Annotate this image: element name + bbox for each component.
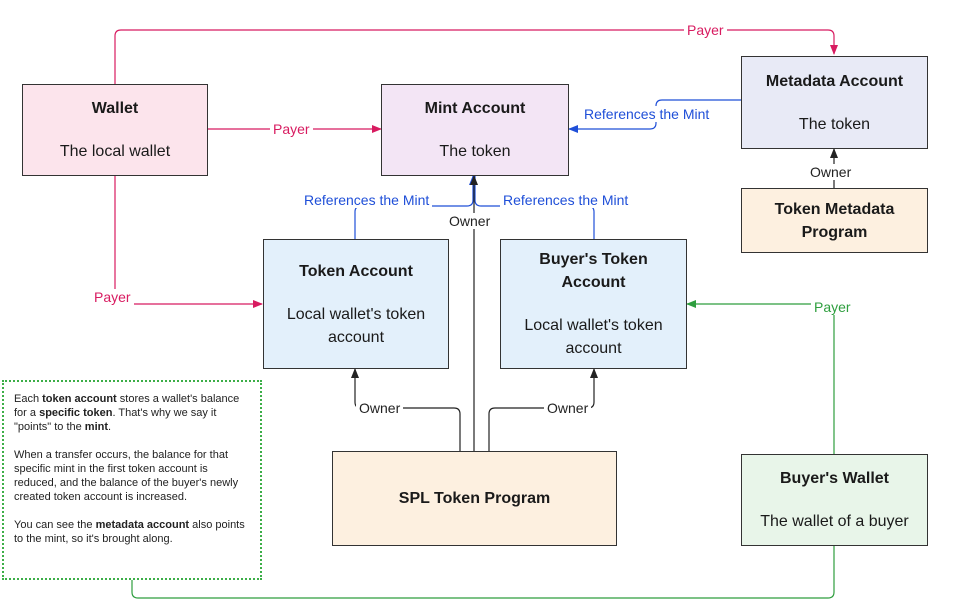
note-bold-token-account: token account [42,393,117,405]
label-payer-buyer: Payer [811,299,854,315]
buyers-token-account-node: Buyer's Token Account Local wallet's tok… [500,239,687,369]
buyers-token-account-subtitle: Local wallet's token account [524,317,663,357]
label-references-meta: References the Mint [581,106,713,122]
note-text: also points to the mint, so it's brought… [14,519,245,545]
note-text: stores a wallet's balance for a [14,393,240,419]
buyers-wallet-node: Buyer's Wallet The wallet of a buyer [741,454,928,546]
edge-payer-buyer [686,300,835,454]
label-payer-top: Payer [684,22,727,38]
note-text: . [108,421,112,433]
edge-payer-top [114,29,838,84]
label-references-buyer: References the Mint [500,192,632,208]
mint-account-title: Mint Account [424,100,526,117]
spl-token-program-node: SPL Token Program [332,451,617,546]
mint-account-node: Mint Account The token [381,84,569,176]
note-paragraph-1: Each token account stores a wallet's bal… [14,392,252,434]
spl-token-program-title: SPL Token Program [398,490,551,507]
label-owner-buyer: Owner [544,400,592,416]
token-metadata-program-node: Token Metadata Program [741,188,928,253]
wallet-node: Wallet The local wallet [22,84,208,176]
label-owner-mint: Owner [446,213,494,229]
note-bold-metadata-account: metadata account [95,519,190,531]
note-bold-mint: mint [84,421,109,433]
note-text: Each [14,393,43,405]
note-paragraph-2: When a transfer occurs, the balance for … [14,449,239,503]
label-payer-wallet-token: Payer [91,289,134,305]
note-bold-specific-token: specific token [39,407,113,419]
explanation-note: Each token account stores a wallet's bal… [2,380,262,580]
buyers-wallet-subtitle: The wallet of a buyer [760,513,909,530]
buyers-token-account-title: Buyer's Token Account [539,251,648,291]
label-owner-meta: Owner [807,164,855,180]
note-text: You can see the [14,519,96,531]
note-text: . That's why we say it "points" to the [14,407,217,433]
token-account-subtitle: Local wallet's token account [286,305,426,346]
metadata-account-subtitle: The token [798,115,871,133]
label-owner-token: Owner [356,400,404,416]
edge-owner-token [351,368,461,451]
label-payer-wallet-mint: Payer [270,121,313,137]
label-references-token: References the Mint [301,192,433,208]
edge-note-connector [131,546,835,599]
metadata-account-node: Metadata Account The token [741,56,928,149]
wallet-subtitle: The local wallet [59,143,171,160]
wallet-title: Wallet [91,100,139,117]
note-paragraph-3: You can see the metadata account also po… [14,518,252,546]
token-account-title: Token Account [299,262,413,280]
mint-account-subtitle: The token [439,143,511,160]
metadata-account-title: Metadata Account [765,72,904,90]
buyers-wallet-title: Buyer's Wallet [779,470,890,487]
token-account-node: Token Account Local wallet's token accou… [263,239,449,369]
token-metadata-program-title: Token Metadata Program [774,200,895,241]
edge-payer-wallet-token [114,176,263,308]
edge-owner-buyer [488,368,598,451]
